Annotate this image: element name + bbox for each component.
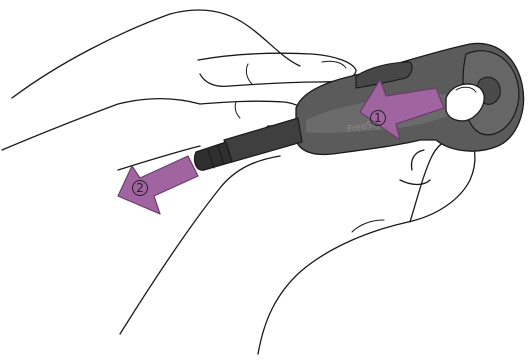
device-nose (224, 118, 302, 162)
step-2-arrow-shape (118, 156, 198, 214)
step-2-arrow: 2 (118, 156, 198, 214)
step-2-number: 2 (136, 181, 144, 195)
step-1-number: 1 (374, 111, 382, 125)
